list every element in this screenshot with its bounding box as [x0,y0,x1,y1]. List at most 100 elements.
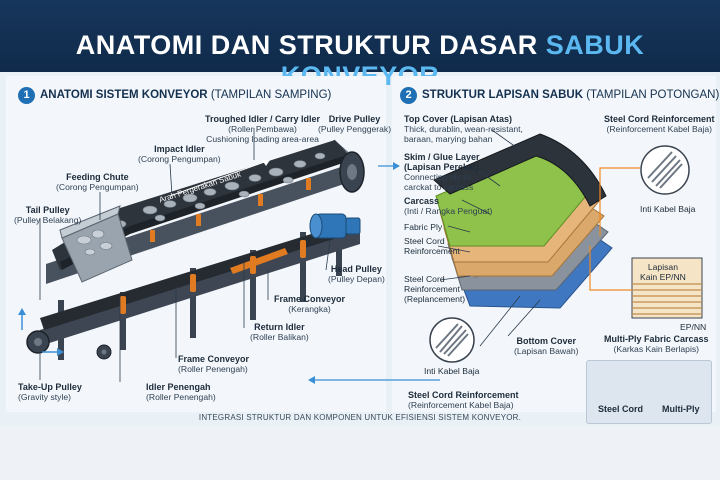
label-bottom-cover-title: Bottom Cover [516,336,576,346]
label-tail-pulley-sub: (Pulley Belakang) [14,215,82,225]
label-idler-penengah-sub: (Roller Penengah) [146,392,216,402]
label-multi-ply-title: Multi-Ply Fabric Carcass [604,334,709,344]
conveyor-illustration [18,140,365,360]
label-frame-conveyor-top: Frame Conveyor(Kerangka) [274,294,345,314]
legend-box [586,360,712,424]
label-multi-ply-sub: (Karkas Kain Berlapis) [613,344,700,354]
label-ep-nn: EP/NN [680,322,707,332]
label-carcass: Carcass(Inti / Rangka Penguat) [404,196,492,216]
legend-label-steel-cord: Steel Cord [598,404,644,414]
label-skim-glue-sub1: Connecting ply to [404,172,471,182]
label-impact-idler-title: Impact Idler [154,144,205,154]
label-steel-cord-right-sub: (Reinforcement Kabel Baja) [606,124,713,134]
label-take-up-pulley: Take-Up Pulley(Gravity style) [18,382,82,402]
section2-title-rest: (TAMPILAN POTONGAN) [583,89,720,101]
label-lapisan-kain2: Kain EP/NN [640,272,686,282]
label-steel-cord-a1: Steel Cord [404,236,445,246]
label-frame-conveyor-bottom-title: Frame Conveyor [178,354,250,364]
steel-cord-crosssection-right [640,145,690,195]
footer-band [0,426,720,480]
label-troughed-idler: Troughed Idler / Carry Idler(Roller Pemb… [205,114,320,144]
label-multi-ply: Multi-Ply Fabric Carcass(Karkas Kain Ber… [604,334,709,354]
label-take-up-pulley-title: Take-Up Pulley [18,382,82,392]
label-steel-cord-a2: Reinforcement [404,246,460,256]
label-return-idler-sub: (Roller Balikan) [250,332,309,342]
label-bottom-cover: Bottom Cover(Lapisan Bawah) [514,336,579,356]
label-lapisan-kain1: Lapisan [647,262,678,272]
label-skim-glue-title: Skim / Glue Layer [404,152,480,162]
return-belt [40,222,356,330]
label-inti-kabel-baja-right: Inti Kabel Baja [640,204,696,214]
label-impact-idler-sub: (Corong Pengumpan) [138,154,221,164]
layer-top-cover [433,133,607,207]
label-tail-pulley: Tail Pulley(Pulley Belakang) [14,205,81,225]
label-steel-cord-bottom-title: Steel Cord Reinforcement [408,390,519,400]
label-return-idler-title: Return Idler [254,322,305,332]
label-troughed-idler-sub2: Cushioning loading area-area [206,134,319,144]
label-top-cover-title: Top Cover (Lapisan Atas) [404,114,513,124]
section1-title-bold: ANATOMI SISTEM KONVEYOR [40,89,208,101]
leader-lines-section1 [39,128,353,382]
label-frame-conveyor-top-title: Frame Conveyor [274,294,346,304]
label-steel-cord-b2: Reinforcement [404,284,460,294]
label-frame-conveyor-top-sub: (Kerangka) [288,304,331,314]
label-frame-conveyor-bottom-sub: (Roller Penengah) [178,364,248,374]
section2-title-bold: STRUKTUR LAPISAN SABUK [422,89,583,101]
label-steel-cord-b1: Steel Cord [404,274,445,284]
label-troughed-idler-title: Troughed Idler / Carry Idler [205,114,321,124]
label-steel-cord-bottom: Steel Cord Reinforcement(Reinforcement K… [408,390,519,410]
header-banner [0,0,720,72]
section2-title: STRUKTUR LAPISAN SABUK (TAMPILAN POTONGA… [422,89,719,101]
label-head-pulley-sub: (Pulley Depan) [328,274,385,284]
label-feeding-chute: Feeding Chute(Corong Pengumpan) [56,172,139,192]
title-main: ANATOMI DAN STRUKTUR DASAR [75,30,546,60]
label-skim-glue-sub2: carckat to carcass [404,182,474,192]
label-fabric-ply: Fabric Ply [404,222,443,232]
label-drive-pulley-title: Drive Pulley [328,114,381,124]
label-steel-cord-right-title: Steel Cord Reinforcement [604,114,715,124]
label-tail-pulley-title: Tail Pulley [25,205,70,215]
section1-title-rest: (TAMPILAN SAMPING) [207,89,332,101]
label-idler-penengah: Idler Penengah(Roller Penengah) [146,382,216,402]
label-drive-pulley-sub: (Pulley Penggerak) [318,124,392,134]
label-carcass-title: Carcass [404,196,440,206]
label-head-pulley: Head Pulley(Pulley Depan) [328,264,385,284]
label-top-cover: Top Cover (Lapisan Atas)Thick, durablin,… [404,114,523,144]
label-top-cover-sub2: baraan, marying bahan [404,134,493,144]
label-drive-pulley: Drive Pulley(Pulley Penggerak) [318,114,391,134]
section1-title: ANATOMI SISTEM KONVEYOR (TAMPILAN SAMPIN… [40,89,331,101]
label-impact-idler: Impact Idler(Corong Pengumpan) [138,144,221,164]
label-troughed-idler-sub: (Roller Pembawa) [228,124,297,134]
label-take-up-pulley-sub: (Gravity style) [18,392,71,402]
legend-label-multi-ply: Multi-Ply [662,404,700,414]
label-bottom-cover-sub: (Lapisan Bawah) [514,346,579,356]
section1-number-badge: 1 [18,87,35,104]
carry-idler-brackets [150,178,311,242]
label-idler-penengah-title: Idler Penengah [146,382,211,392]
label-return-idler: Return Idler(Roller Balikan) [250,322,309,342]
label-steel-cord-right: Steel Cord Reinforcement(Reinforcement K… [604,114,715,134]
label-head-pulley-title: Head Pulley [330,264,382,274]
drive-motor [309,213,361,239]
leader-lines-section2 [437,129,541,347]
label-steel-cord-bottom-sub: (Reinforcement Kabel Baja) [408,400,514,410]
label-inti-kabel-baja-left: Inti Kabel Baja [424,366,480,376]
fabric-sample [631,257,703,319]
label-top-cover-sub1: Thick, durablin, wean-resistant, [404,124,523,134]
footer-caption: INTEGRASI STRUKTUR DAN KOMPONEN UNTUK EF… [198,413,522,422]
section2-number-badge: 2 [400,87,417,104]
label-feeding-chute-title: Feeding Chute [66,172,129,182]
label-carcass-sub: (Inti / Rangka Penguat) [404,206,493,216]
label-steel-cord-b3: (Replancement) [404,294,466,304]
label-feeding-chute-sub: (Corong Pengumpan) [56,182,139,192]
label-frame-conveyor-bottom: Frame Conveyor(Roller Penengah) [178,354,249,374]
orange-leaders [589,167,640,291]
label-skim-glue-sub0: (Lapisan Perekat) [404,162,480,172]
label-skim-glue: Skim / Glue Layer(Lapisan Perekat)Connec… [404,152,480,192]
belt-layers-illustration [429,133,703,363]
steel-cord-crosssection-left [429,317,475,363]
